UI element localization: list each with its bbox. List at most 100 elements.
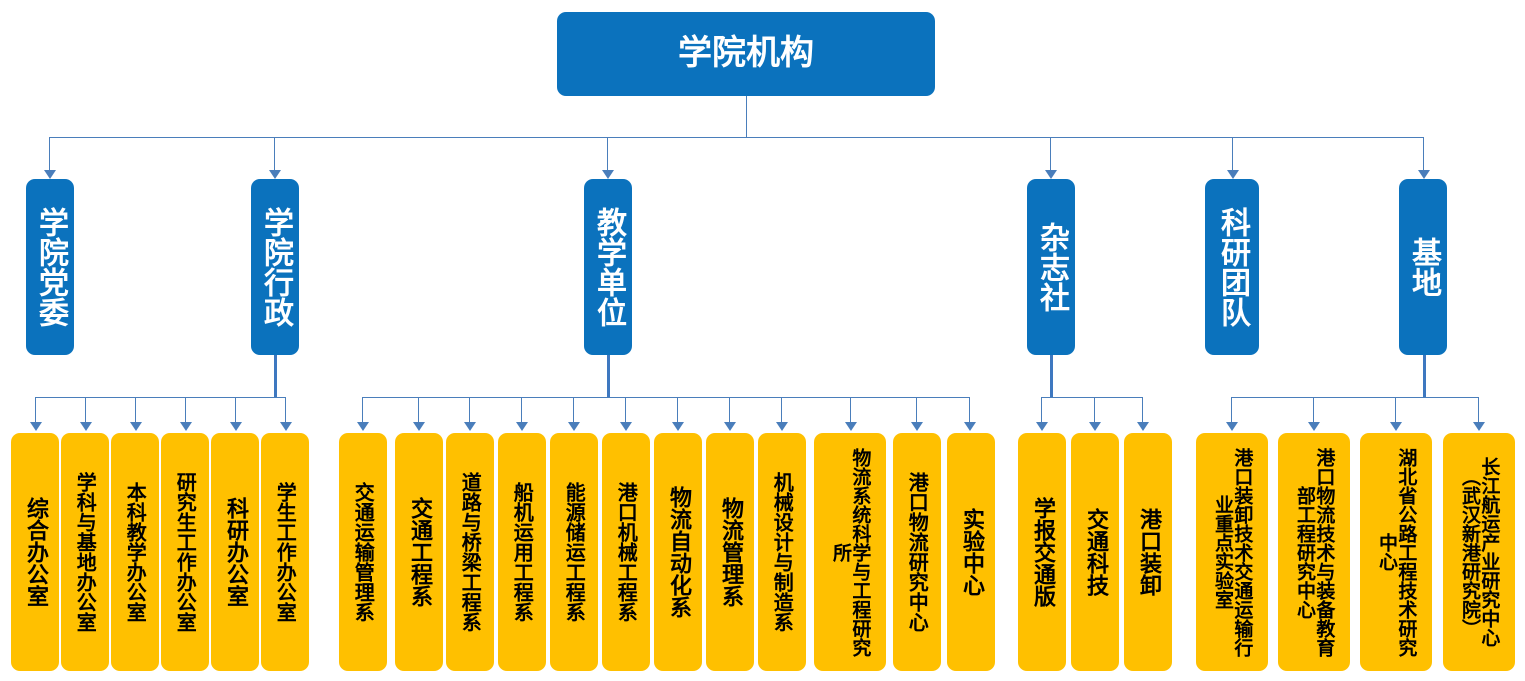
node-base[interactable]: 基地 [1399,179,1447,355]
arrowhead-admin-3 [130,422,142,431]
connector-drop-teaching-11 [916,397,917,423]
node-magazine[interactable]: 杂志社 [1027,179,1075,355]
connector-drop-teaching-1 [362,397,363,423]
arrowhead-admin-1 [30,422,42,431]
connector-drop-research [1232,137,1233,171]
arrowhead-teaching-10 [845,422,857,431]
node-teaching-child[interactable]: 能源储运工程系 [550,433,598,671]
node-teaching-child[interactable]: 道路与桥梁工程系 [446,433,494,671]
connector-drop-base-2 [1313,397,1314,423]
node-magazine-child[interactable]: 学报交通版 [1018,433,1066,671]
arrowhead-base-1 [1226,422,1238,431]
connector-drop-teaching [607,137,608,171]
arrowhead-teaching-2 [413,422,425,431]
arrowhead-magazine-2 [1089,422,1101,431]
connector-drop-base-1 [1231,397,1232,423]
node-party[interactable]: 学院党委 [26,179,74,355]
connector-drop-teaching-4 [521,397,522,423]
arrowhead-teaching [602,170,614,179]
arrowhead-teaching-7 [672,422,684,431]
connector-base-stem [1423,355,1426,398]
node-admin-child[interactable]: 科研办公室 [211,433,259,671]
connector-drop-base-4 [1478,397,1479,423]
arrowhead-base-2 [1308,422,1320,431]
node-teaching-child[interactable]: 港口机械工程系 [602,433,650,671]
arrowhead-teaching-1 [357,422,369,431]
connector-drop-admin-6 [285,397,286,423]
node-base-child[interactable]: 长江航运产业研究中心（武汉新港研究院） [1443,433,1515,671]
arrowhead-teaching-8 [724,422,736,431]
connector-drop-party [49,137,50,171]
node-teaching-child[interactable]: 物流管理系 [706,433,754,671]
node-base-child[interactable]: 湖北省公路工程技术研究中心 [1360,433,1432,671]
node-teaching-child[interactable]: 物流自动化系 [654,433,702,671]
node-magazine-child[interactable]: 港口装卸 [1124,433,1172,671]
connector-drop-teaching-12 [969,397,970,423]
arrowhead-admin-4 [180,422,192,431]
arrowhead-teaching-4 [516,422,528,431]
arrowhead-base-3 [1390,422,1402,431]
arrowhead-teaching-6 [620,422,632,431]
connector-drop-magazine [1050,137,1051,171]
node-teaching-child[interactable]: 实验中心 [947,433,995,671]
connector-drop-magazine-2 [1094,397,1095,423]
node-admin-child[interactable]: 学科与基地办公室 [61,433,109,671]
arrowhead-teaching-9 [776,422,788,431]
connector-drop-admin [274,137,275,171]
connector-drop-base [1423,137,1424,171]
connector-drop-teaching-7 [677,397,678,423]
node-research[interactable]: 科研团队 [1205,179,1259,355]
connector-drop-admin-3 [135,397,136,423]
arrowhead-teaching-11 [911,422,923,431]
node-teaching[interactable]: 教学单位 [584,179,632,355]
node-admin-child[interactable]: 本科教学办公室 [111,433,159,671]
node-teaching-child[interactable]: 物流系统科学与工程研究所 [814,433,886,671]
node-base-child[interactable]: 港口装卸技术交通运输行业重点实验室 [1196,433,1268,671]
connector-drop-teaching-6 [625,397,626,423]
connector-drop-teaching-3 [469,397,470,423]
connector-drop-magazine-3 [1142,397,1143,423]
arrowhead-base-4 [1473,422,1485,431]
connector-admin-bus [35,397,285,398]
connector-drop-admin-1 [35,397,36,423]
connector-root-stem [746,96,747,138]
arrowhead-research [1227,170,1239,179]
node-teaching-child[interactable]: 机械设计与制造系 [758,433,806,671]
connector-drop-admin-2 [85,397,86,423]
arrowhead-magazine-3 [1137,422,1149,431]
arrowhead-admin-2 [80,422,92,431]
arrowhead-admin-5 [230,422,242,431]
connector-drop-admin-5 [235,397,236,423]
connector-magazine-stem [1050,355,1053,398]
connector-base-bus [1231,397,1478,398]
arrowhead-teaching-3 [464,422,476,431]
node-admin[interactable]: 学院行政 [251,179,299,355]
arrowhead-magazine [1045,170,1057,179]
arrowhead-teaching-5 [568,422,580,431]
node-admin-child[interactable]: 学生工作办公室 [261,433,309,671]
node-teaching-child[interactable]: 交通工程系 [395,433,443,671]
node-root[interactable]: 学院机构 [557,12,935,96]
connector-main-bus [49,137,1424,138]
connector-drop-teaching-2 [418,397,419,423]
connector-drop-teaching-5 [573,397,574,423]
node-teaching-child[interactable]: 交通运输管理系 [339,433,387,671]
connector-drop-teaching-9 [781,397,782,423]
connector-drop-admin-4 [185,397,186,423]
arrowhead-party [44,170,56,179]
connector-teaching-bus [362,397,969,398]
arrowhead-admin-6 [280,422,292,431]
connector-teaching-stem [607,355,610,398]
node-teaching-child[interactable]: 港口物流研究中心 [893,433,941,671]
node-base-child[interactable]: 港口物流技术与装备教育部工程研究中心 [1278,433,1350,671]
arrowhead-teaching-12 [964,422,976,431]
node-admin-child[interactable]: 综合办公室 [11,433,59,671]
arrowhead-base [1418,170,1430,179]
connector-admin-stem [274,355,277,398]
node-teaching-child[interactable]: 船机运用工程系 [498,433,546,671]
node-admin-child[interactable]: 研究生工作办公室 [161,433,209,671]
node-magazine-child[interactable]: 交通科技 [1071,433,1119,671]
arrowhead-magazine-1 [1036,422,1048,431]
connector-drop-base-3 [1395,397,1396,423]
